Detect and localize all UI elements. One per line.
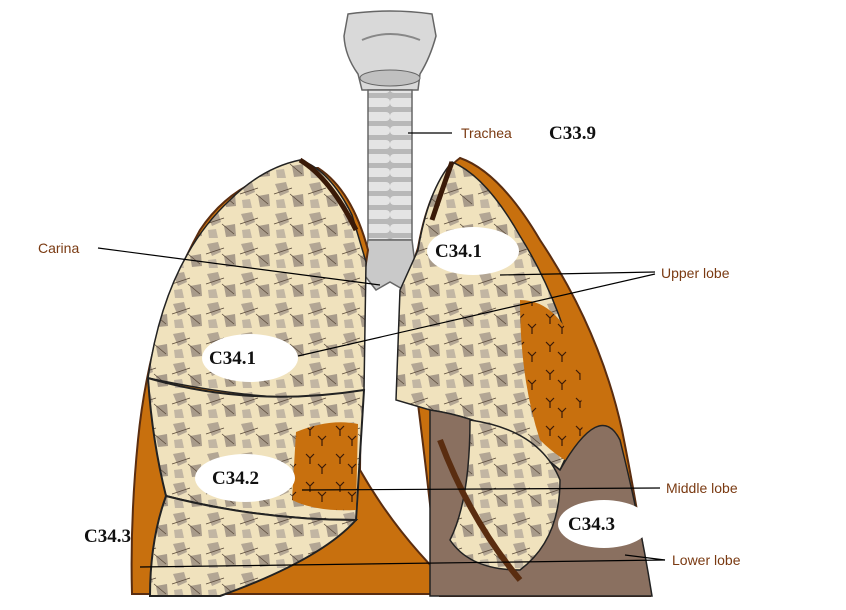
carina-leader bbox=[97, 247, 381, 286]
lower-lobe-label: Lower lobe bbox=[672, 552, 741, 568]
trachea-tube bbox=[367, 89, 413, 241]
trachea-code: C33.9 bbox=[549, 123, 596, 144]
upper-right-code: C34.1 bbox=[435, 241, 482, 262]
leader-lines bbox=[97, 132, 666, 568]
middle-code: C34.2 bbox=[212, 468, 259, 489]
trachea-structure bbox=[343, 10, 437, 291]
lower-right-code: C34.3 bbox=[568, 514, 615, 535]
middle-lobe-label: Middle lobe bbox=[666, 480, 738, 496]
middle-code-oval bbox=[195, 454, 295, 502]
left-upper-dark-patch bbox=[520, 300, 584, 470]
right-lower-lobe bbox=[148, 494, 359, 597]
upper-left-code-oval bbox=[202, 334, 298, 382]
carina-label: Carina bbox=[38, 240, 79, 256]
upper-right-code-oval bbox=[427, 227, 519, 275]
left-lower-tissue bbox=[449, 419, 561, 571]
trachea-label: Trachea bbox=[461, 125, 512, 141]
lower-lobe-leader-b bbox=[624, 554, 666, 561]
larynx bbox=[343, 10, 437, 91]
lower-lobe-leader-a bbox=[139, 559, 666, 568]
upper-lobe-label: Upper lobe bbox=[661, 265, 730, 281]
upper-lobe-leader-b bbox=[297, 273, 656, 357]
lower-left-code: C34.3 bbox=[84, 526, 131, 547]
right-middle-dark-patch bbox=[292, 422, 358, 511]
upper-lobe-leader-a bbox=[499, 271, 656, 276]
middle-lobe-leader bbox=[301, 487, 661, 491]
lower-right-code-oval bbox=[558, 500, 650, 548]
upper-left-code: C34.1 bbox=[209, 348, 256, 369]
